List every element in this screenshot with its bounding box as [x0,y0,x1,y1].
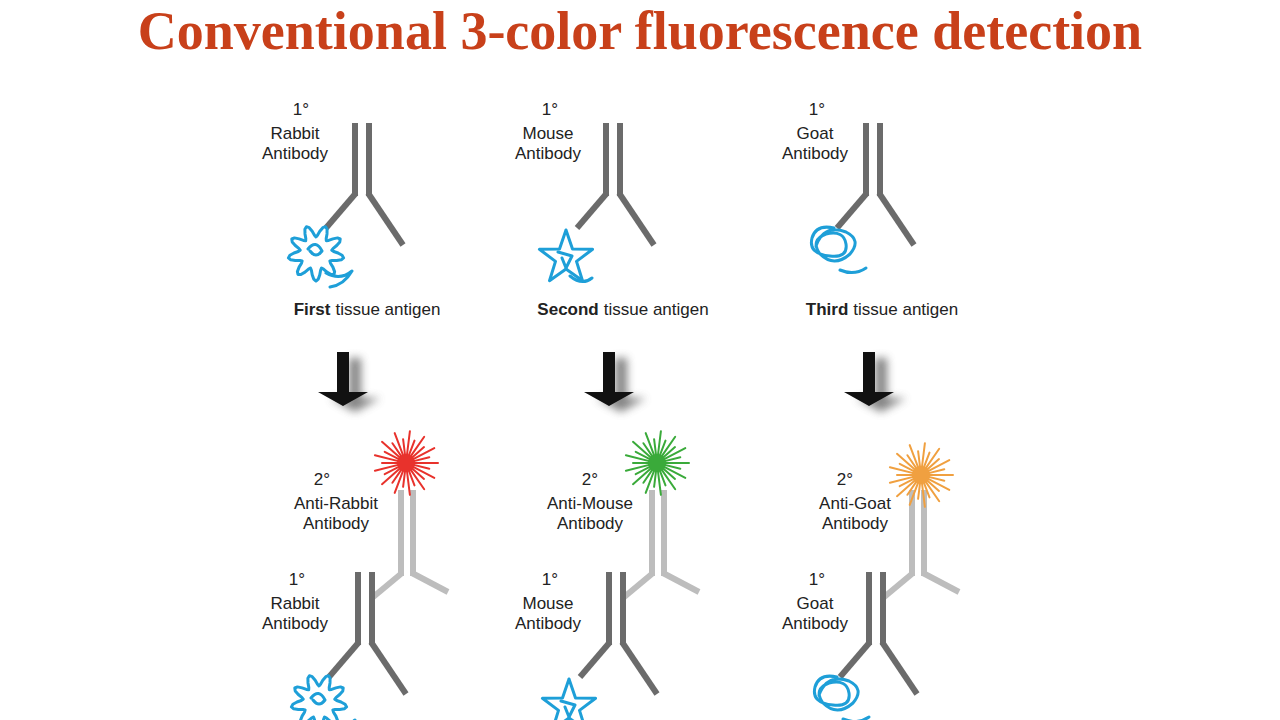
antigen-caption: Thirdtissue antigen [806,300,958,320]
ordinal-word: Third [806,300,849,319]
fluorophore-core [912,466,930,484]
fluorophore-core [648,454,666,472]
shape [890,443,953,507]
antibody-label: Anti-Mouse Antibody [534,494,646,533]
shape [561,701,595,720]
antigen-caption: Firsttissue antigen [294,300,441,320]
degree-label: 2° [570,470,610,490]
shape [308,244,352,287]
shape [291,676,346,720]
down-arrows [318,352,906,412]
degree-label: 1° [797,100,837,120]
shape [311,693,355,720]
degree-label: 2° [825,470,865,490]
antibody-label: Anti-Goat Antibody [799,494,911,533]
fluorophore-core [397,454,415,472]
shape [542,679,595,720]
shape [558,252,592,282]
degree-label: 1° [530,570,570,590]
caption-text: tissue antigen [853,300,958,319]
degree-label: 1° [281,100,321,120]
degree-label: 2° [302,470,342,490]
degree-label: 1° [530,100,570,120]
shape [811,227,866,272]
degree-label: 1° [797,570,837,590]
diagram-title: Conventional 3-color fluorescence detect… [0,2,1280,61]
antibody-label: Rabbit Antibody [250,594,340,633]
antibody-label: Anti-Rabbit Antibody [280,494,392,533]
caption-text: tissue antigen [604,300,709,319]
shape [539,230,592,281]
antibody-label: Rabbit Antibody [250,124,340,163]
ordinal-word: First [294,300,331,319]
ordinal-word: Second [537,300,598,319]
shape [375,431,438,495]
shape [814,676,869,720]
antibody-label: Goat Antibody [770,594,860,633]
antibody-label: Mouse Antibody [503,124,593,163]
antibody-label: Goat Antibody [770,124,860,163]
shape [626,431,689,495]
antigen-caption: Second tissue antigen [537,300,708,320]
antibody-label: Mouse Antibody [503,594,593,633]
caption-text: tissue antigen [335,300,440,319]
degree-label: 1° [277,570,317,590]
